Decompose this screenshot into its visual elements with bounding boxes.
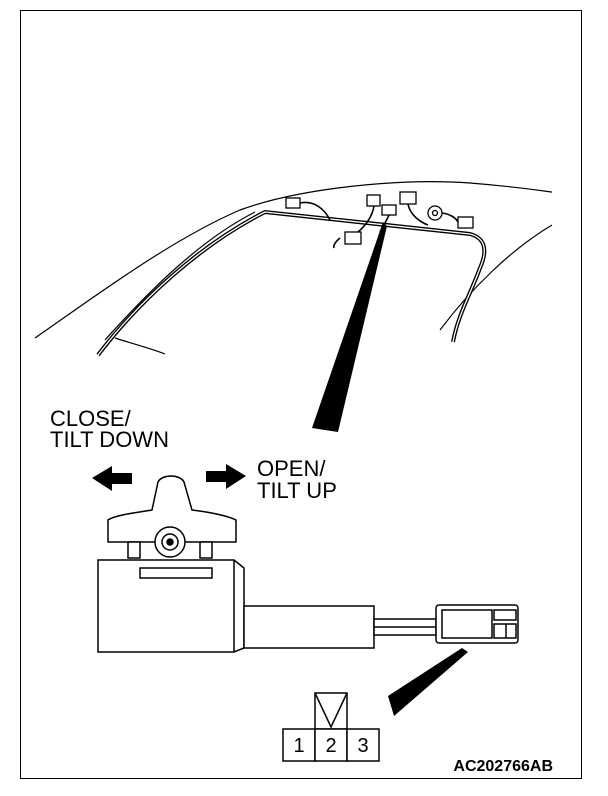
connector-icon: [344, 231, 362, 245]
connector-icon: [399, 191, 417, 205]
connector-pin-diagram: [282, 692, 380, 762]
connector-icon: [381, 204, 397, 216]
roof-outer-line: [34, 181, 553, 339]
switch-body-slot: [139, 567, 213, 579]
connector-icon: [366, 194, 381, 207]
label-tilt-down: TILT DOWN: [50, 427, 169, 452]
arrow-left-icon: [92, 466, 132, 491]
pin-label-2: 2: [325, 735, 336, 757]
label-open: OPEN/: [257, 456, 326, 481]
a-pillar-left: [104, 211, 256, 341]
connector-icon: [457, 216, 474, 229]
sunroof-switch: [97, 475, 519, 653]
callout-pointer-top: [312, 222, 387, 432]
switch-knob: [107, 475, 237, 543]
wiring-harness-inner: [97, 211, 485, 356]
pin-cell-3: [346, 728, 380, 762]
arrow-right-icon: [206, 464, 246, 489]
vehicle-roof-outline: [34, 181, 553, 357]
body-line-lower-left: [114, 337, 166, 355]
pin-label-3: 3: [357, 735, 368, 757]
diagram-frame: [20, 10, 582, 779]
wiring-harness: [96, 209, 487, 357]
label-close: CLOSE/: [50, 406, 132, 431]
switch-housing-extension: [243, 605, 375, 649]
callout-pointer-bottom: [388, 648, 468, 716]
label-tilt-up: TILT UP: [257, 478, 337, 503]
reference-code: AC202766AB: [453, 758, 553, 775]
pin-key: [314, 692, 348, 730]
grommet-icon: [431, 209, 439, 217]
pillar-right: [439, 224, 553, 331]
connector-icon: [285, 197, 301, 209]
switch-pivot-icon: [166, 538, 174, 546]
pin-label-1: 1: [293, 735, 304, 757]
